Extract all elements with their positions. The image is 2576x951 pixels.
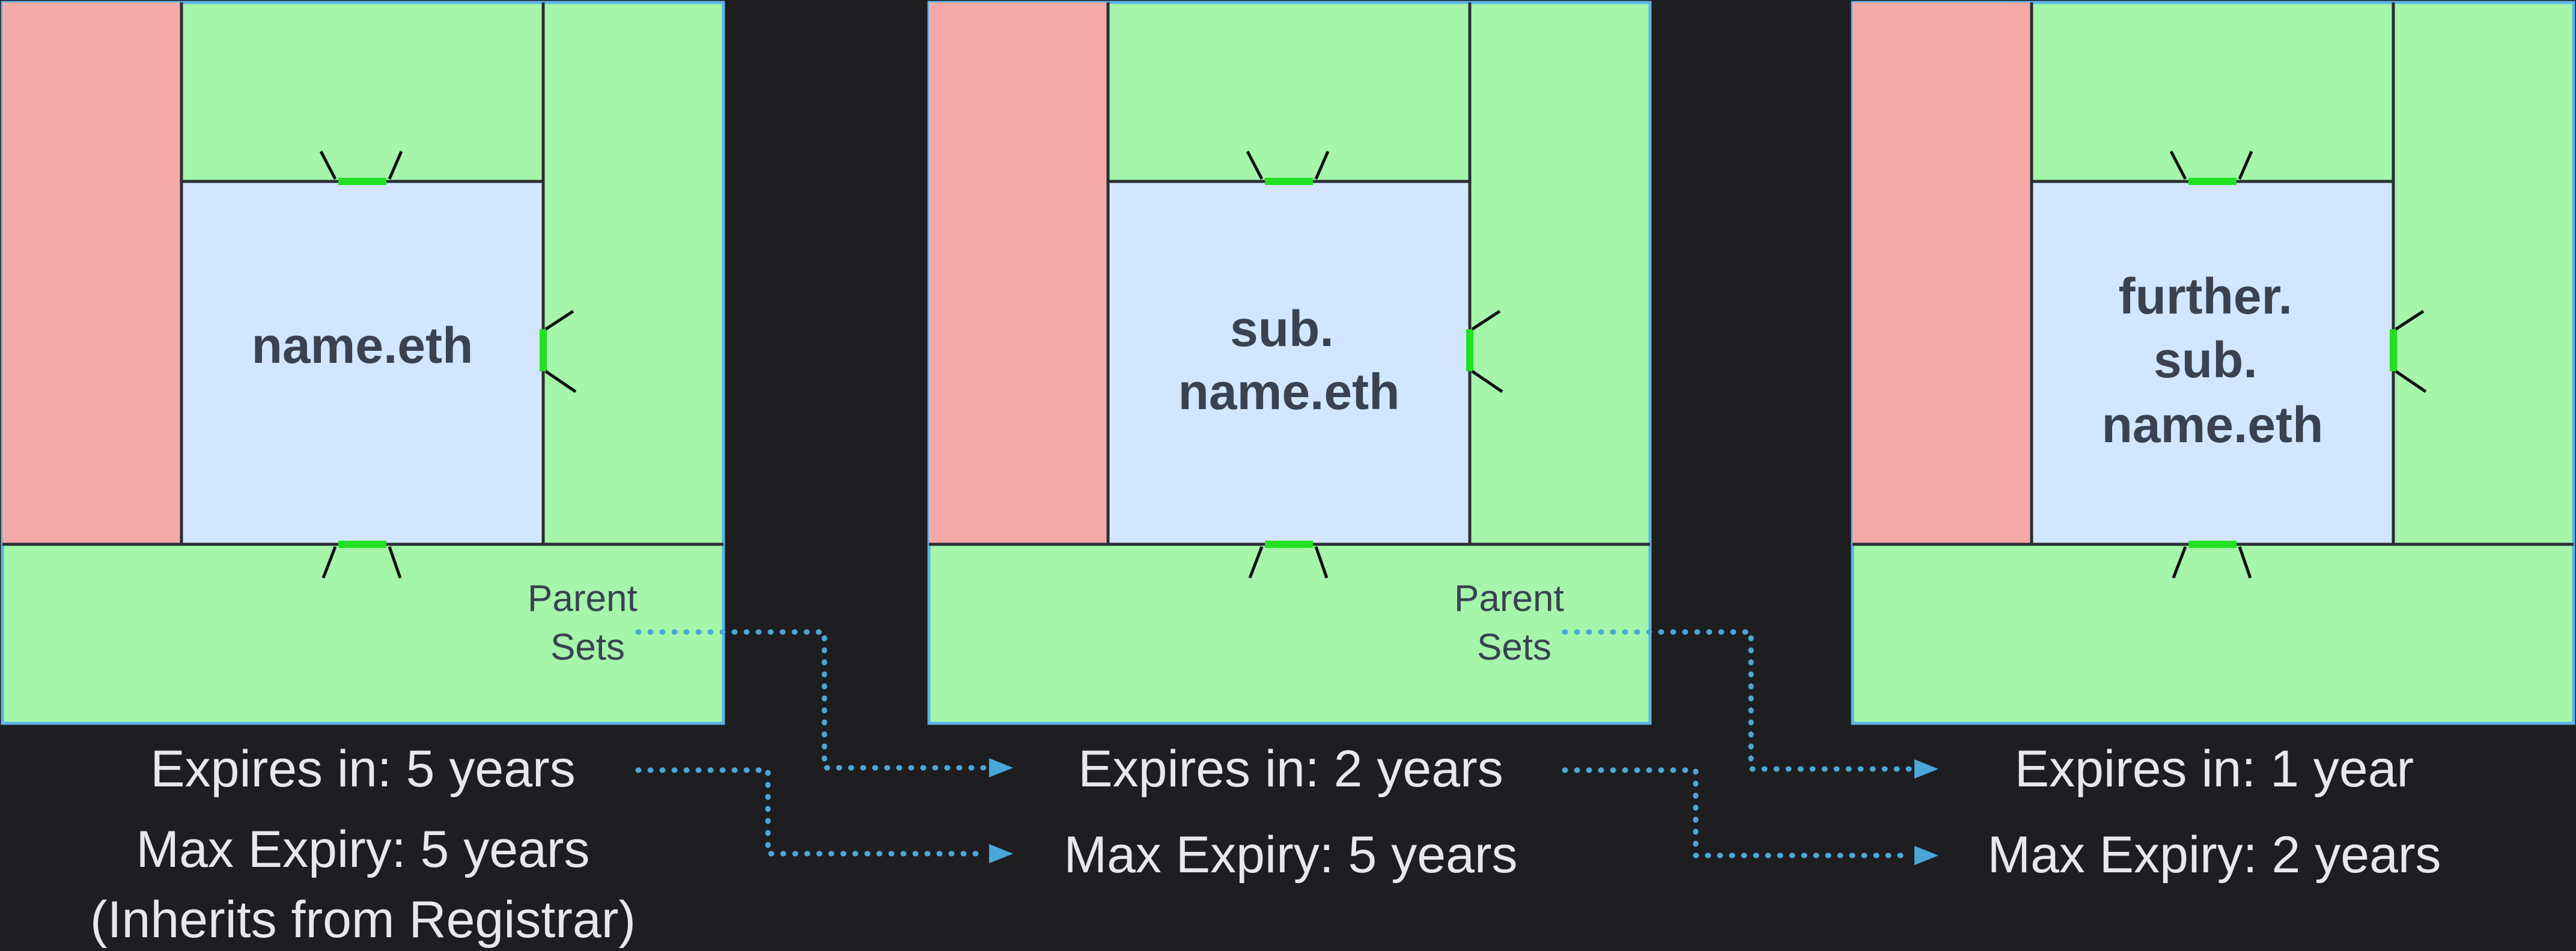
- panel-1-parent-sets-line: Sets: [550, 627, 625, 668]
- panel-3-red-zone: [1853, 2, 2032, 544]
- panel-2-name-box: [1106, 180, 1472, 546]
- connectors: [635, 629, 1938, 865]
- panel-3-name-box: [2030, 180, 2395, 546]
- panel-3-fuse-marks: [2169, 150, 2427, 579]
- connector-expires-1: [635, 767, 988, 857]
- connector-arrowhead: [1914, 759, 1938, 779]
- panel-2-fuse-marks: [1246, 150, 1503, 579]
- panel-1-name-line: name.eth: [252, 317, 473, 374]
- connector-expires-2: [1562, 767, 1914, 858]
- panel-1-fuse-marks: [319, 150, 577, 579]
- panel-3: further. sub. name.eth Expires in: 1 yea…: [1851, 1, 2575, 884]
- connector-parent-sets-2: [1562, 629, 1914, 772]
- panel-2-expires: Expires in: 2 years: [1078, 740, 1503, 798]
- panel-1-expires: Expires in: 5 years: [150, 740, 575, 798]
- panel-1-inherits-note: (Inherits from Registrar): [90, 891, 636, 949]
- panel-2-name-text: sub. name.eth: [1178, 300, 1400, 420]
- panel-3-name-line: sub.: [2154, 332, 2258, 388]
- panel-2-name-line: name.eth: [1178, 363, 1400, 420]
- panel-3-name-text: further. sub. name.eth: [2102, 268, 2324, 453]
- connector-arrowhead: [989, 758, 1013, 777]
- connector-arrowhead: [1914, 846, 1938, 865]
- panel-3-name-line: further.: [2119, 268, 2292, 324]
- panel-2-name-line: sub.: [1230, 300, 1334, 357]
- connector-parent-sets-1: [635, 629, 988, 771]
- panel-1-max-expiry: Max Expiry: 5 years: [136, 821, 589, 878]
- panel-1-name-text: name.eth: [252, 317, 473, 374]
- panel-1: name.eth Parent Sets Expires in: 5 years…: [1, 1, 725, 949]
- panel-2: sub. name.eth Parent Sets Expires in: 2 …: [927, 1, 1652, 884]
- panel-1-parent-sets-line: Parent: [528, 578, 638, 619]
- panel-1-parent-sets: Parent Sets: [528, 578, 648, 668]
- panel-2-max-expiry: Max Expiry: 5 years: [1064, 826, 1517, 884]
- panel-3-expires: Expires in: 1 year: [2015, 740, 2414, 798]
- connector-arrowhead: [989, 844, 1013, 863]
- panel-2-parent-sets: Parent Sets: [1454, 578, 1574, 668]
- panel-2-parent-sets-line: Parent: [1454, 578, 1564, 619]
- panel-2-red-zone: [929, 2, 1108, 544]
- panel-3-name-line: name.eth: [2102, 397, 2324, 453]
- panel-3-max-expiry: Max Expiry: 2 years: [1987, 826, 2441, 884]
- panel-2-parent-sets-line: Sets: [1477, 627, 1551, 668]
- panel-1-red-zone: [2, 2, 181, 544]
